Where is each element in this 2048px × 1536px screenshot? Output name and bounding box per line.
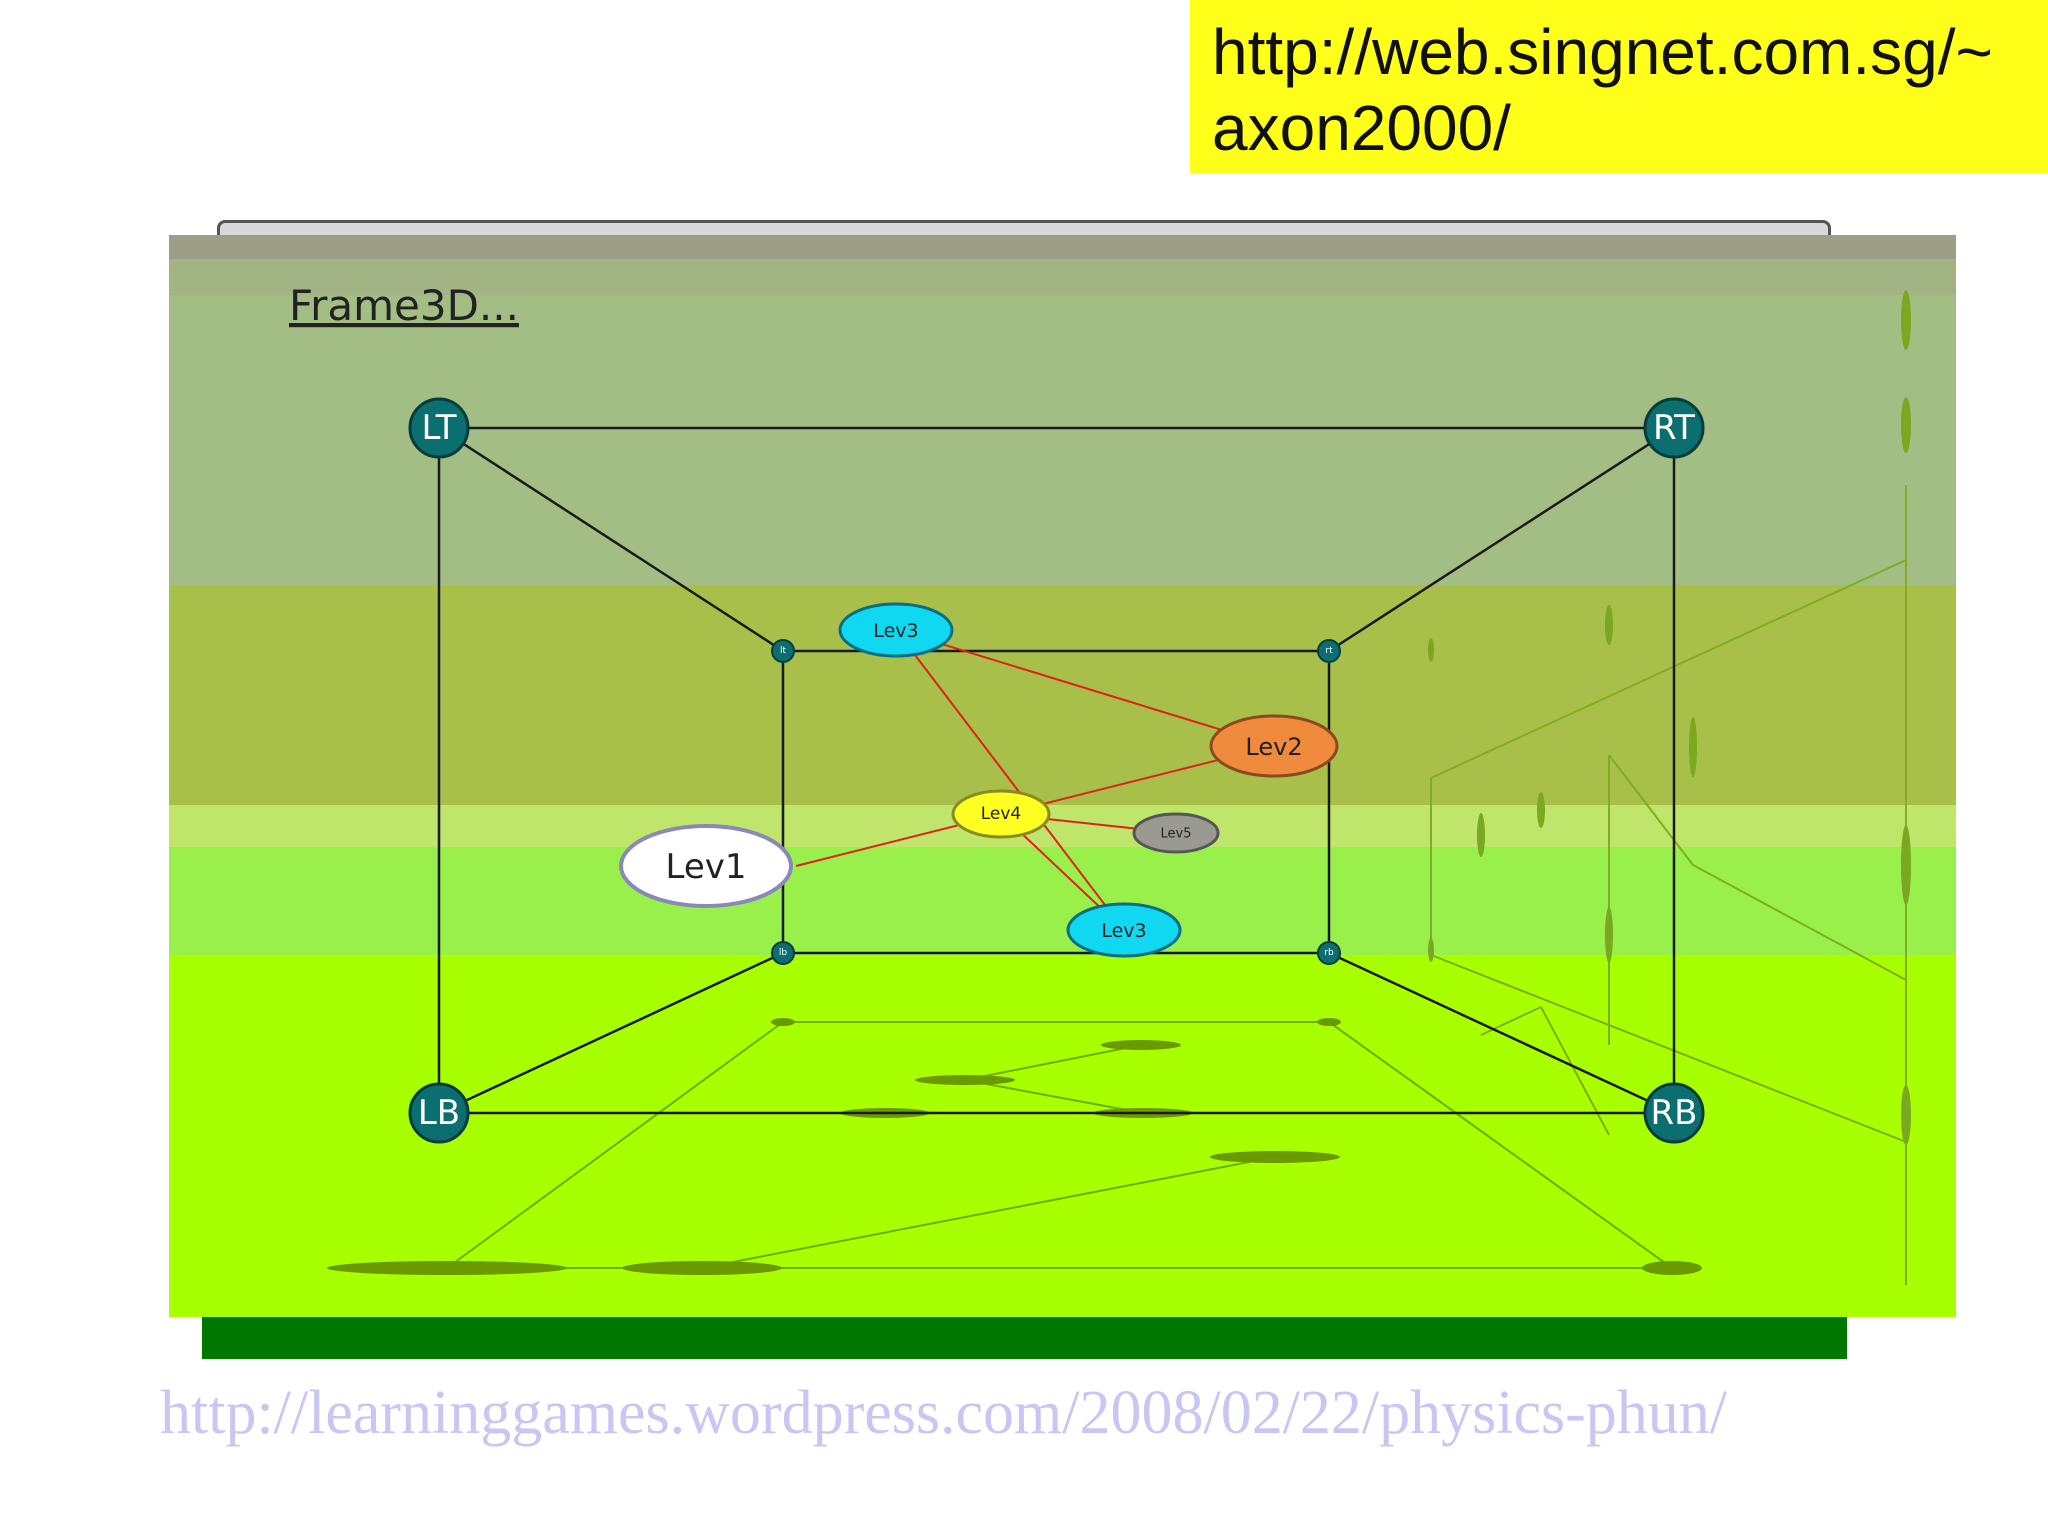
frame-title[interactable]: Frame3D...	[289, 281, 519, 330]
node-lev1[interactable]: Lev1	[619, 824, 793, 908]
node-lev2[interactable]: Lev2	[1209, 714, 1339, 778]
frame3d-diagram: Frame3D...	[289, 281, 1911, 1285]
inner-corner-rt-label: rt	[1325, 646, 1333, 656]
corner-lt[interactable]: LT	[408, 397, 470, 459]
inner-corner-rb[interactable]: rb	[1317, 941, 1341, 965]
scene-base-bar	[202, 1317, 1847, 1359]
top-url-box: http://web.singnet.com.sg/~ axon2000/	[1190, 0, 2048, 173]
inner-corner-rb-label: rb	[1324, 948, 1334, 958]
corner-lt-label: LT	[421, 408, 456, 448]
corner-rb-label: RB	[1651, 1093, 1698, 1133]
node-lev3-bottom-label: Lev3	[1101, 920, 1146, 942]
footer-url-link[interactable]: http://learninggames.wordpress.com/2008/…	[160, 1379, 1728, 1447]
floor-shadow-lines	[446, 1021, 1673, 1269]
frame-lines	[437, 426, 1676, 1115]
corner-lb[interactable]: LB	[408, 1082, 470, 1144]
corner-rt-label: RT	[1653, 408, 1695, 448]
node-lev3-top[interactable]: Lev3	[838, 602, 954, 658]
wall-shadow-lines	[1430, 485, 1907, 1285]
window-top-edge	[217, 220, 1831, 236]
top-url-line-1: http://web.singnet.com.sg/~	[1212, 16, 1993, 88]
node-lev1-label: Lev1	[665, 847, 746, 887]
node-lev4[interactable]: Lev4	[951, 789, 1051, 839]
inner-corner-lb-label: lb	[779, 948, 788, 958]
node-lev2-label: Lev2	[1245, 733, 1302, 761]
corner-lb-label: LB	[418, 1093, 460, 1133]
corner-rb[interactable]: RB	[1643, 1082, 1705, 1144]
corner-rt[interactable]: RT	[1643, 397, 1705, 459]
node-lev5-label: Lev5	[1161, 827, 1192, 842]
node-lev3-bottom[interactable]: Lev3	[1066, 902, 1182, 958]
inner-corner-lb[interactable]: lb	[771, 941, 795, 965]
frame3d-scene: Frame3D...	[169, 235, 1956, 1317]
node-lev3-top-label: Lev3	[873, 620, 918, 642]
inner-corner-lt[interactable]: lt	[771, 639, 795, 663]
wall-shadow-blobs	[1428, 290, 1911, 1145]
node-lev4-label: Lev4	[981, 804, 1022, 824]
node-links	[795, 629, 1275, 931]
inner-corner-lt-label: lt	[780, 646, 787, 656]
floor-shadow-blobs	[327, 1018, 1702, 1275]
top-url-line-2: axon2000/	[1212, 92, 1511, 164]
inner-corner-rt[interactable]: rt	[1317, 639, 1341, 663]
node-lev5[interactable]: Lev5	[1132, 812, 1220, 854]
